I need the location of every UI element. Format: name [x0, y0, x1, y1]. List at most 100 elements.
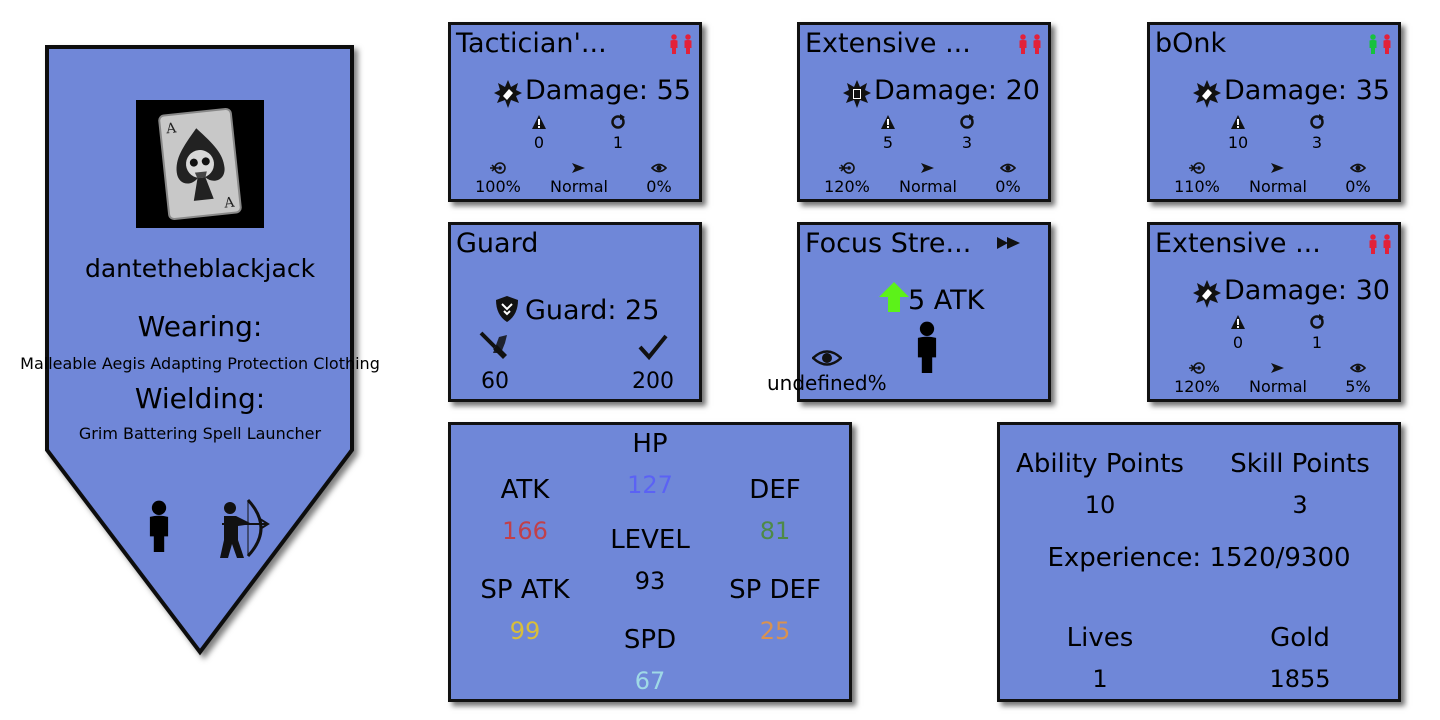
target-enemy-icon — [1382, 33, 1392, 55]
sp-atk-label: SP ATK — [480, 575, 570, 605]
fast-forward-icon — [997, 237, 1020, 249]
crit-icon — [651, 160, 667, 176]
warning-value: 5 — [882, 133, 894, 152]
accuracy-value: 120% — [824, 177, 870, 196]
character-portrait: A A — [136, 100, 264, 228]
speed-icon — [920, 160, 936, 176]
ability-card[interactable]: bOnk Damage: 35 10 3 110% Normal 0% — [1147, 22, 1401, 202]
sp-def-label: SP DEF — [729, 575, 821, 605]
crit-icon — [1000, 160, 1016, 176]
shield-icon — [496, 296, 518, 322]
crit-value: 0% — [1345, 177, 1371, 196]
accuracy-icon — [839, 160, 855, 176]
cooldown-icon — [959, 114, 975, 130]
speed-value: Normal — [1249, 377, 1307, 396]
svg-text:A: A — [222, 195, 236, 212]
guard-left-value: 60 — [481, 369, 509, 394]
level-label: LEVEL — [610, 525, 690, 555]
stats-panel: HP 127 ATK 166 DEF 81 LEVEL 93 SP ATK 99… — [448, 422, 852, 702]
guard-right-value: 200 — [632, 369, 674, 394]
buff-card[interactable]: Focus Stre... 5 ATK undefined% — [767, 222, 1051, 402]
wearing-item: Malleable Aegis Adapting Protection Clot… — [20, 354, 380, 373]
speed-icon — [571, 160, 587, 176]
wielding-label: Wielding: — [134, 382, 266, 415]
target-ally-icon — [1368, 33, 1378, 55]
check-icon — [638, 334, 668, 361]
guard-card[interactable]: Guard Guard: 25 60 200 — [448, 222, 702, 402]
person-icon — [914, 317, 940, 377]
wielding-item: Grim Battering Spell Launcher — [78, 424, 322, 443]
target-enemy-icon — [669, 33, 679, 55]
crit-value: undefined% — [767, 371, 887, 395]
target-enemy-icon — [1032, 33, 1042, 55]
sp-def-value: 25 — [759, 617, 791, 645]
target-enemy-icon — [683, 33, 693, 55]
character-name: dantetheblackjack — [84, 254, 316, 283]
card-title: bOnk — [1155, 28, 1227, 59]
crit-value: 0% — [995, 177, 1021, 196]
target-icons — [1368, 233, 1392, 255]
card-title: Extensive ... — [805, 28, 971, 59]
speed-value: Normal — [550, 177, 608, 196]
progress-panel: Ability Points 10 Skill Points 3 Experie… — [997, 422, 1401, 702]
warning-icon — [531, 114, 547, 130]
experience: Experience: 1520/9300 — [1047, 543, 1351, 573]
damage-icon — [1192, 279, 1222, 309]
accuracy-icon — [1189, 360, 1205, 376]
cooldown-icon — [610, 114, 626, 130]
spd-value: 67 — [634, 667, 666, 695]
accuracy-value: 110% — [1174, 177, 1220, 196]
level-value: 93 — [634, 567, 666, 595]
cooldown-icon — [1309, 314, 1325, 330]
def-label: DEF — [749, 475, 801, 505]
ability-card[interactable]: Extensive ... Damage: 30 0 1 120% Normal… — [1147, 222, 1401, 402]
atk-label: ATK — [500, 475, 550, 505]
speed-icon — [1270, 360, 1286, 376]
def-value: 81 — [759, 517, 791, 545]
hp-label: HP — [632, 429, 668, 459]
crit-icon — [1350, 160, 1366, 176]
accuracy-value: 100% — [475, 177, 521, 196]
lives-label: Lives — [1066, 623, 1134, 653]
guard-value: Guard: 25 — [525, 295, 660, 326]
person-icon — [146, 496, 172, 556]
crit-value: 0% — [646, 177, 672, 196]
character-banner: A A dantetheblackjack Wearing: Malleable… — [20, 40, 380, 668]
target-enemy-icon — [1018, 33, 1028, 55]
cooldown-value: 1 — [1311, 333, 1323, 352]
ability-card[interactable]: Tactician'... Damage: 55 0 1 100% Normal… — [448, 22, 702, 202]
cooldown-icon — [1309, 114, 1325, 130]
crit-value: 5% — [1345, 377, 1371, 396]
target-icons — [669, 33, 693, 55]
archer-icon — [220, 498, 270, 558]
damage-value: Damage: 20 — [874, 75, 1040, 106]
damage-value: Damage: 55 — [525, 75, 691, 106]
eye-icon — [812, 350, 842, 366]
speed-value: Normal — [1249, 177, 1307, 196]
damage-value: Damage: 30 — [1224, 275, 1390, 306]
ability-points-label: Ability Points — [1016, 449, 1184, 479]
crit-icon — [1350, 360, 1366, 376]
svg-text:A: A — [164, 120, 178, 137]
damage-icon — [493, 79, 523, 109]
wearing-label: Wearing: — [137, 310, 263, 343]
damage-value: Damage: 35 — [1224, 75, 1390, 106]
ability-card[interactable]: Extensive ... Damage: 20 5 3 120% Normal… — [797, 22, 1051, 202]
target-icons — [1368, 33, 1392, 55]
accuracy-icon — [1189, 160, 1205, 176]
atk-value: 166 — [502, 517, 548, 545]
card-title: Focus Stre... — [805, 228, 972, 259]
sp-atk-value: 99 — [509, 617, 541, 645]
cooldown-value: 3 — [961, 133, 973, 152]
cooldown-value: 3 — [1311, 133, 1323, 152]
target-icons — [1018, 33, 1042, 55]
speed-icon — [1270, 160, 1286, 176]
skill-points-label: Skill Points — [1230, 449, 1370, 479]
ability-points-value: 10 — [1084, 491, 1116, 519]
target-enemy-icon — [1368, 233, 1378, 255]
gold-value: 1855 — [1269, 665, 1331, 693]
accuracy-icon — [490, 160, 506, 176]
warning-value: 10 — [1227, 133, 1249, 152]
lives-value: 1 — [1092, 665, 1108, 693]
skill-points-value: 3 — [1292, 491, 1308, 519]
